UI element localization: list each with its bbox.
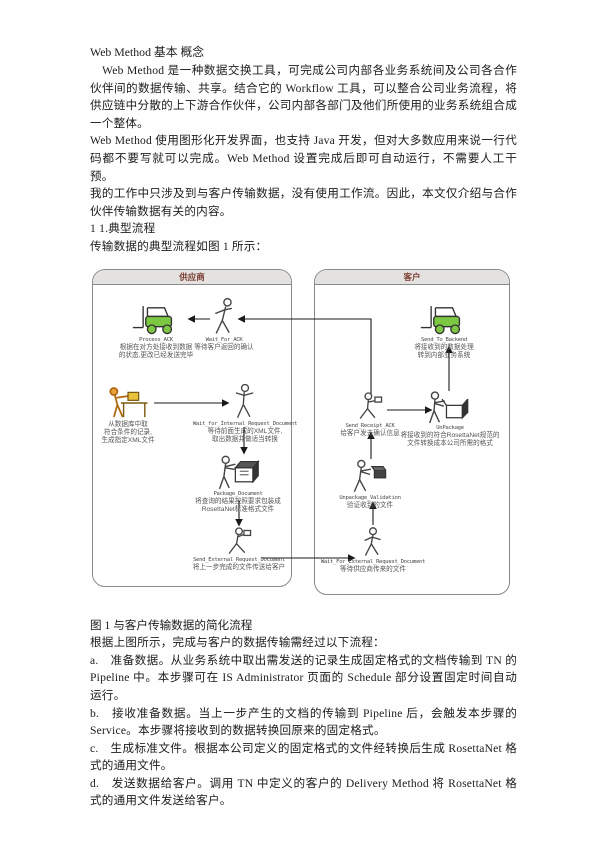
node-send-to-backend: Send_To_Backend 将接收到的数据处理 转到内部业务系统 <box>379 301 509 360</box>
node-package-document: Package_Document 将查询的结果按照要求包装成 RosettaNe… <box>173 455 303 514</box>
forklift-icon <box>420 305 461 334</box>
waiting-person-icon <box>235 383 254 418</box>
figure-caption: 图 1 与客户传输数据的简化流程 <box>90 618 253 632</box>
node-wait-for-ack: Wait_For_ACK 等待客户返回的确认 <box>159 297 289 352</box>
flow-diagram-figure1: 供应商 客户 <box>90 267 514 603</box>
document-content: Web Method 基本 概念 Web Method 是一种数据交换工具，可完… <box>90 45 517 810</box>
waiting-person-icon <box>215 297 232 334</box>
document-title: Web Method 基本 概念 <box>90 45 205 60</box>
node-send-receipt-ack: Send_Receipt_ACK 给客户发去确认信息 <box>305 391 435 438</box>
list-item-d: d. 发送数据给客户。调用 TN 中定义的客户的 Delivery Method… <box>90 776 517 808</box>
section-heading-typical-flow: 1 1.典型流程 <box>90 222 156 236</box>
walking-courier-icon <box>359 391 383 419</box>
worker-at-bench-icon <box>109 386 148 418</box>
list-item-b: b. 接收准备数据。当上一步产生的文档的传输到 Pipeline 后，会触发本步… <box>90 706 517 738</box>
person-unpacking-box-icon <box>428 390 469 423</box>
paragraph-flow-intro: 根据上图所示，完成与客户的数据传输需经过以下流程： <box>90 636 385 650</box>
person-validating-icon <box>353 459 387 492</box>
node-send-external: Send_External_Request_Document 将上一步完成的文件… <box>174 526 304 572</box>
paragraph-gui: Web Method 使用图形化开发界面，也支持 Java 开发，但对大多数应用… <box>90 134 517 183</box>
swimlane-customer-title: 客户 <box>315 269 509 285</box>
node-unpackage-validation: Unpackage_Validation 验证收到的文件 <box>305 459 435 510</box>
node-wait-external: Wait_For_External_Request_Document 等待供应商… <box>308 526 438 574</box>
list-item-c: c. 生成标准文件。根据本公司定义的固定格式的文件经转换后生成 RosettaN… <box>90 741 517 773</box>
node-wait-internal: Wait_for_Internal_Request_Document 等待前面生… <box>180 383 310 444</box>
person-packing-box-icon <box>218 455 260 489</box>
list-item-a: a. 准备数据。从业务系统中取出需发送的记录生成固定格式的文档传输到 TN 的 … <box>90 653 517 702</box>
node-unpackage: UnPackage 将接收到的符合RosettaNet规范的 文件转换成本公司所… <box>385 390 515 448</box>
paragraph-intro: Web Method 是一种数据交换工具，可完成公司内部各业务系统间及公司各合作… <box>90 64 517 130</box>
waiting-person-icon <box>364 526 381 556</box>
paragraph-figure-lead: 传输数据的典型流程如图 1 所示： <box>90 239 268 253</box>
paragraph-scope: 我的工作中只涉及到与客户传输数据，没有使用工作流。因此，本文仅介绍与合作伙伴传输… <box>90 187 517 218</box>
forklift-icon <box>132 305 173 334</box>
node-prepare-data: 从数据库中取 符合条件的记录, 生成指定XML文件 <box>63 385 193 445</box>
walking-courier-icon <box>228 526 252 554</box>
swimlane-supplier-title: 供应商 <box>93 269 291 285</box>
node-process-ack: Process_ACK 根据在对方处接收到数据 的状态,更改已经发送完毕 <box>91 301 221 360</box>
